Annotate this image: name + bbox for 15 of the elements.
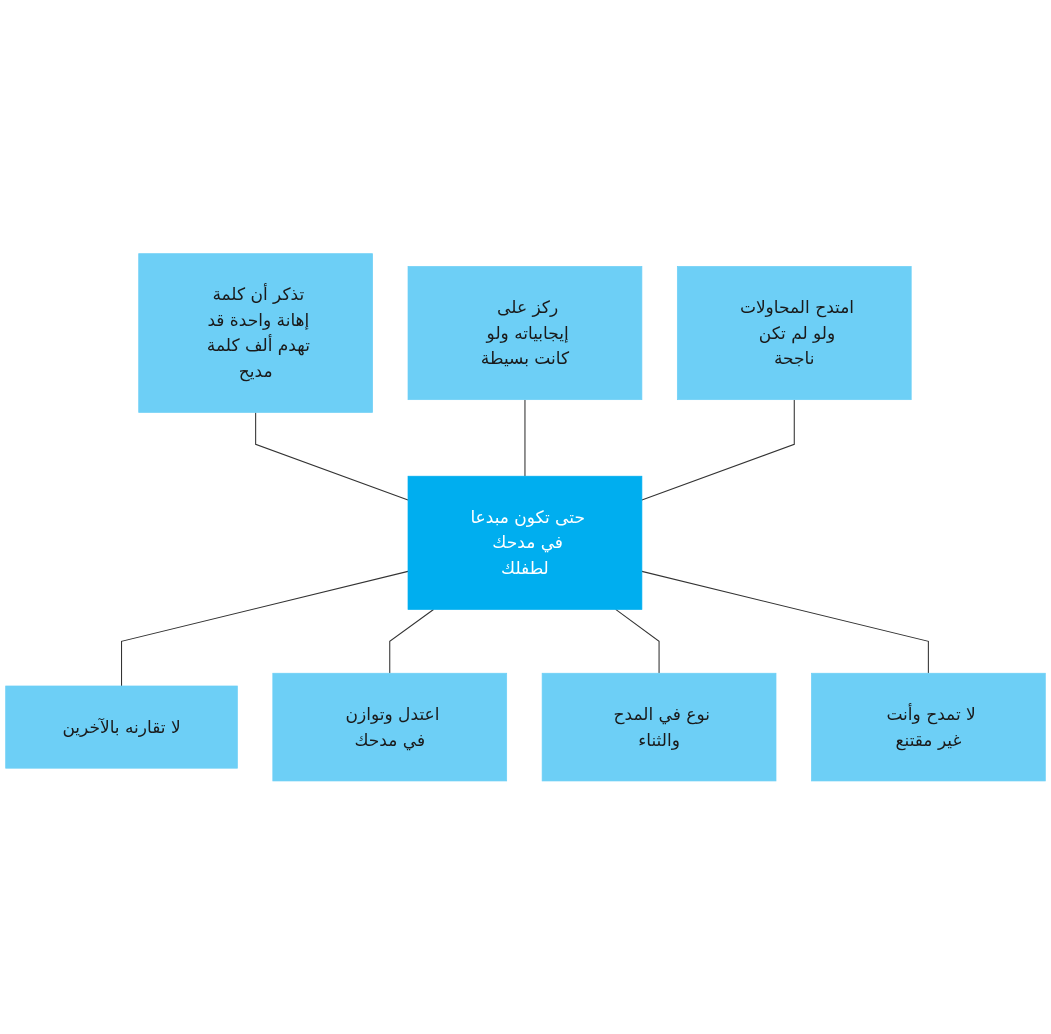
node-box: امتدح المحاولات ولو لم تكن ناجحة <box>676 265 912 400</box>
connector <box>641 570 929 674</box>
node-box: لا تمدح وأنت غير مقتنع <box>811 672 1046 781</box>
node-box: حتى تكون مبدعا في مدحك لطفلك <box>407 475 643 610</box>
node-box: نوع في المدح والثناء <box>541 672 777 781</box>
node-box: لا تقارنه بالآخرين <box>5 685 238 769</box>
node-box: تذكر أن كلمة إهانة واحدة قد تهدم ألف كلمة مديح <box>138 253 373 413</box>
connector <box>641 398 795 501</box>
connector <box>524 398 526 477</box>
connector <box>615 608 660 674</box>
node-box: ركز على إيجابياته ولو كانت بسيطة <box>407 265 643 400</box>
connector <box>121 570 409 687</box>
node-box: اعتدل وتوازن في مدحك <box>272 672 508 781</box>
connector <box>389 608 435 674</box>
connector <box>255 411 409 501</box>
